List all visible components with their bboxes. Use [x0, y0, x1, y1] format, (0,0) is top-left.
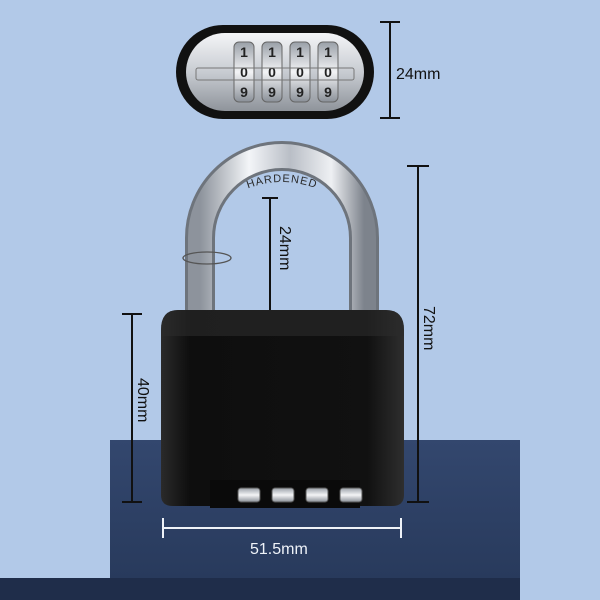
body-dial-wheel[interactable]: [339, 487, 363, 503]
dial-digit: 1: [296, 44, 304, 60]
shackle-clearance-label: 24mm: [276, 226, 293, 270]
dial-digit: 1: [268, 44, 276, 60]
dial-digit: 0: [268, 64, 276, 80]
total-height-dimension: 72mm: [407, 165, 437, 503]
body-dial-wheel[interactable]: [271, 487, 295, 503]
dial-window-closeup: 1 0 9 1 0 9 1 0 9 1 0 9: [176, 25, 374, 119]
body-height-dimension: 40mm: [122, 313, 151, 503]
dial-digit: 0: [296, 64, 304, 80]
dial-wheel: 1 0 9: [317, 41, 339, 103]
dial-digit: 9: [296, 84, 304, 100]
body-width-label: 51.5mm: [250, 541, 308, 558]
dial-digit: 0: [240, 64, 248, 80]
total-height-label: 72mm: [420, 306, 437, 350]
dial-digit: 9: [240, 84, 248, 100]
dial-wheel: 1 0 9: [289, 41, 311, 103]
dial-center-band: [195, 67, 355, 81]
lock-body: [161, 310, 404, 508]
body-height-label: 40mm: [134, 378, 151, 422]
body-width-dimension: 51.5mm: [162, 518, 402, 558]
dial-digit: 0: [324, 64, 332, 80]
dial-digit: 9: [268, 84, 276, 100]
body-dial-wheel[interactable]: [305, 487, 329, 503]
platform-front: [0, 578, 520, 600]
dial-wheel: 1 0 9: [261, 41, 283, 103]
dial-digit: 1: [240, 44, 248, 60]
dial-wheel: 1 0 9: [233, 41, 255, 103]
rotation-arrow-icon: [182, 251, 232, 265]
shackle-clearance-dimension: 24mm: [262, 197, 293, 313]
dial-digit: 1: [324, 44, 332, 60]
shackle: HARDENED: [182, 141, 379, 318]
body-dial-wheel[interactable]: [237, 487, 261, 503]
dial-window-dimension: 24mm: [380, 21, 440, 119]
dial-window-height-label: 24mm: [396, 66, 440, 83]
dial-digit: 9: [324, 84, 332, 100]
